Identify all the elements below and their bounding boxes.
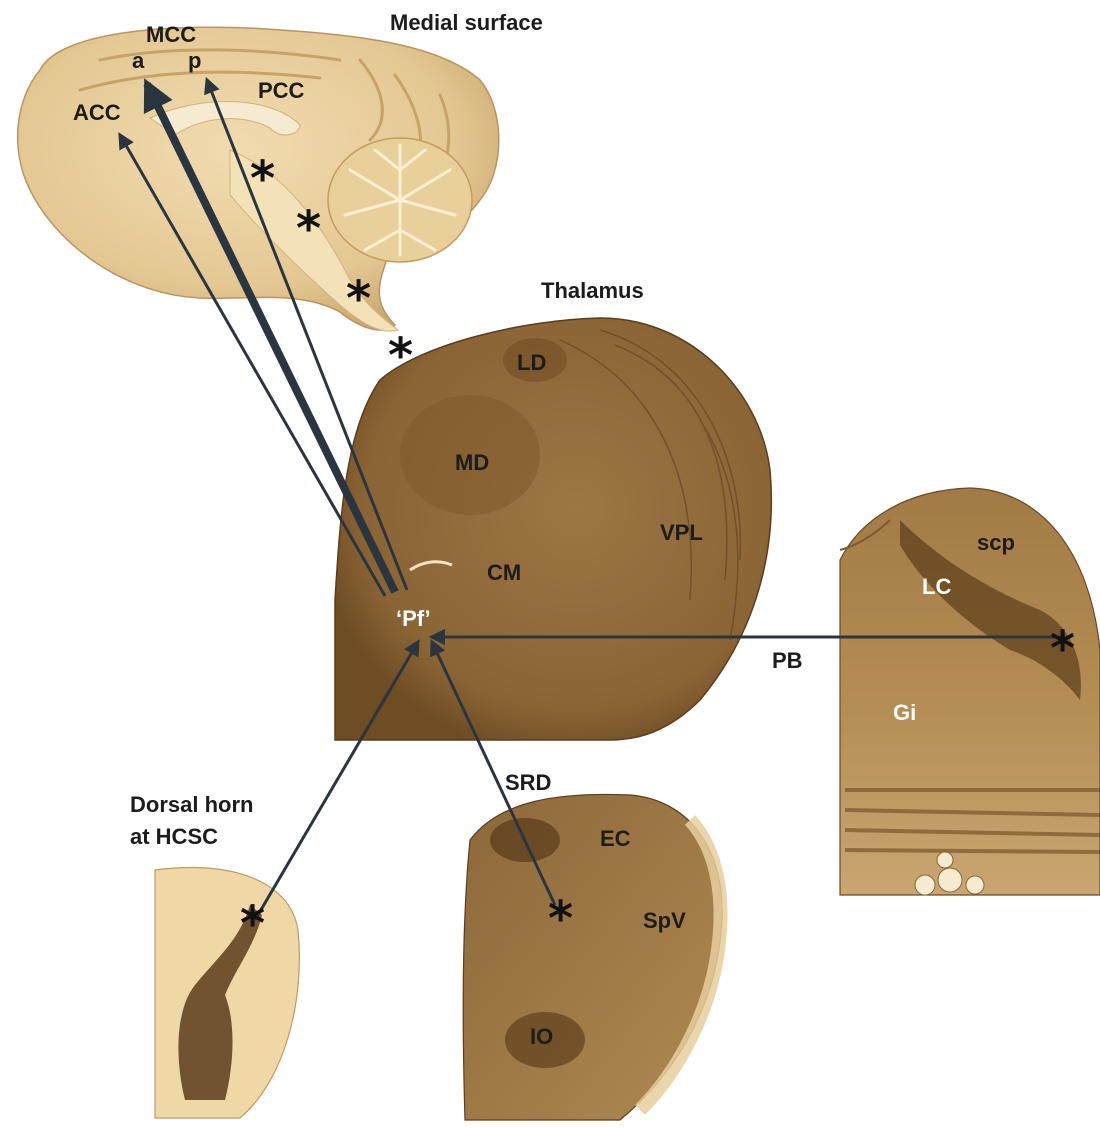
label-srd: SRD — [505, 770, 551, 795]
label-cm: CM — [487, 560, 521, 585]
label-mcc: MCC — [146, 22, 196, 47]
label-spv: SpV — [643, 908, 686, 933]
label-acc: ACC — [73, 100, 121, 125]
label-lc: LC — [922, 574, 951, 599]
label-pf: ‘Pf’ — [396, 606, 431, 631]
asterisk-brainstem-2: * — [296, 201, 321, 257]
label-gi: Gi — [893, 700, 916, 725]
label-dorsal-horn-line1: Dorsal horn — [130, 792, 253, 817]
pons-section — [840, 488, 1100, 895]
asterisk-brainstem-3: * — [346, 271, 371, 327]
asterisk-brainstem-4: * — [388, 328, 413, 384]
asterisk-srd: * — [548, 891, 573, 947]
medulla-section — [463, 794, 722, 1120]
label-vpl: VPL — [660, 520, 703, 545]
label-pb: PB — [772, 648, 803, 673]
label-md: MD — [455, 450, 489, 475]
label-mcc-a: a — [132, 48, 145, 73]
label-pcc: PCC — [258, 78, 305, 103]
label-ec: EC — [600, 826, 631, 851]
asterisk-brainstem-1: * — [250, 151, 275, 207]
label-scp: scp — [977, 530, 1015, 555]
label-thalamus: Thalamus — [541, 278, 644, 303]
spinal-cord-section — [155, 868, 299, 1119]
label-io: IO — [530, 1024, 553, 1049]
asterisk-dorsal-horn: * — [240, 896, 265, 952]
label-mcc-p: p — [188, 48, 201, 73]
label-ld: LD — [517, 350, 546, 375]
label-dorsal-horn-line2: at HCSC — [130, 824, 218, 849]
asterisk-pb: * — [1050, 621, 1075, 677]
label-medial-surface: Medial surface — [390, 10, 543, 35]
